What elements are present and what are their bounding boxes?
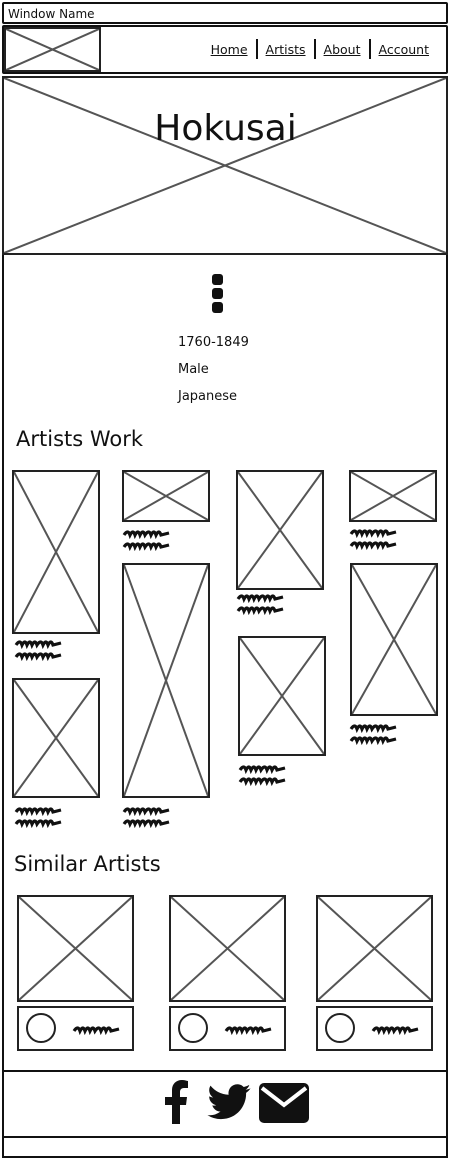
nav-divider (368, 39, 371, 59)
artwork-caption-scribble (349, 721, 399, 751)
artwork-image-placeholder[interactable] (349, 470, 437, 522)
artwork-image-placeholder[interactable] (350, 563, 438, 716)
artwork-caption-scribble (14, 804, 64, 834)
artwork-caption-scribble (238, 762, 288, 792)
hero-image-placeholder (2, 76, 448, 255)
avatar (26, 1013, 56, 1043)
email-icon[interactable] (259, 1083, 309, 1127)
similar-artist-image-placeholder[interactable] (169, 895, 286, 1002)
artwork-image-placeholder[interactable] (238, 636, 326, 756)
artist-name-scribble (72, 1021, 122, 1040)
artist-nationality: Japanese (178, 389, 238, 404)
artists-work-heading: Artists Work (16, 427, 144, 451)
similar-artist-card-footer[interactable] (316, 1006, 433, 1051)
nav-divider (255, 39, 258, 59)
similar-artist-image-placeholder[interactable] (17, 895, 134, 1002)
artwork-caption-scribble (14, 637, 64, 667)
window-bottom-bar (2, 1138, 448, 1158)
nav-link-artists[interactable]: Artists (265, 41, 306, 57)
facebook-icon[interactable] (163, 1080, 189, 1128)
artwork-caption-scribble (349, 526, 399, 556)
artwork-caption-scribble (122, 527, 172, 557)
main-content (2, 255, 448, 1070)
avatar (325, 1013, 355, 1043)
logo-image-placeholder[interactable] (4, 27, 101, 72)
avatar (178, 1013, 208, 1043)
navbar (2, 25, 448, 74)
nav-links: Home Artists About Account (203, 38, 437, 60)
artwork-image-placeholder[interactable] (12, 678, 100, 798)
similar-artist-image-placeholder[interactable] (316, 895, 433, 1002)
artwork-caption-scribble (122, 804, 172, 834)
similar-artist-card-footer[interactable] (17, 1006, 134, 1051)
artwork-image-placeholder[interactable] (236, 470, 324, 590)
artist-name-scribble (224, 1021, 274, 1040)
artwork-caption-scribble (236, 591, 286, 621)
footer (2, 1070, 448, 1138)
similar-artists-heading: Similar Artists (14, 852, 161, 876)
artwork-image-placeholder[interactable] (122, 563, 210, 798)
window-titlebar: Window Name (2, 2, 448, 24)
artist-name-heading: Hokusai (154, 108, 297, 149)
artist-name-scribble (371, 1021, 421, 1040)
artist-gender: Male (178, 362, 209, 377)
nav-link-about[interactable]: About (323, 41, 361, 57)
nav-link-home[interactable]: Home (210, 41, 248, 57)
similar-artist-card-footer[interactable] (169, 1006, 286, 1051)
window-title: Window Name (8, 7, 95, 21)
nav-link-account[interactable]: Account (378, 41, 429, 57)
twitter-icon[interactable] (207, 1084, 251, 1124)
artist-years: 1760-1849 (178, 335, 249, 350)
artwork-image-placeholder[interactable] (122, 470, 210, 522)
nav-divider (313, 39, 316, 59)
artwork-image-placeholder[interactable] (12, 470, 100, 634)
more-options-icon[interactable] (212, 274, 224, 314)
